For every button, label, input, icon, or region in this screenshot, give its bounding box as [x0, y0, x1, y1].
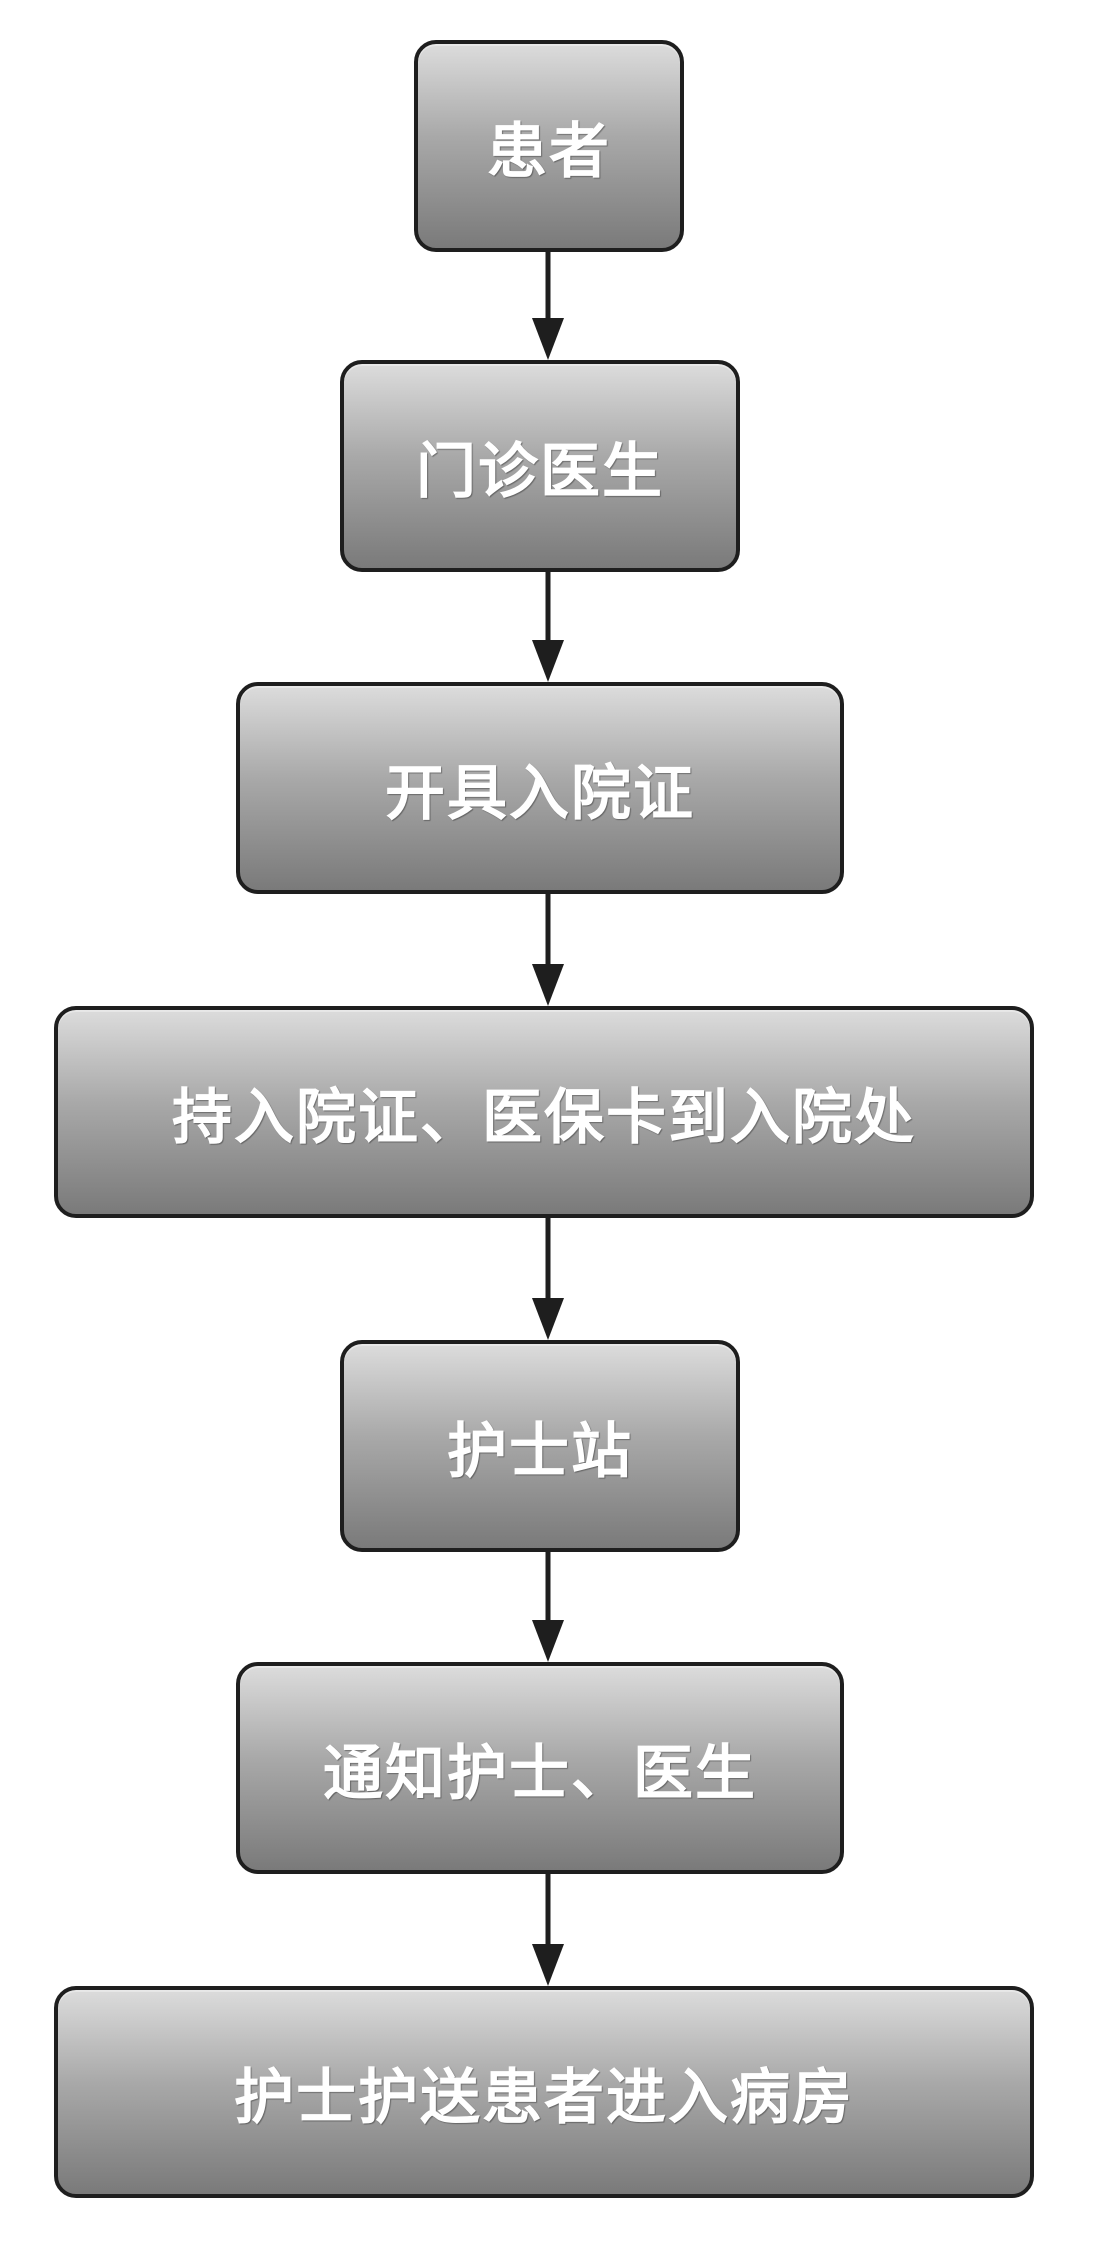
step-nurse-escort-to-ward: 护士护送患者进入病房 — [54, 1986, 1034, 2198]
arrow-4 — [532, 1218, 564, 1340]
step-label: 患者 — [487, 116, 611, 187]
arrow-3 — [532, 894, 564, 1006]
step-label: 通知护士、医生 — [323, 1738, 757, 1809]
step-go-to-admission-office: 持入院证、医保卡到入院处 — [54, 1006, 1034, 1218]
arrow-5 — [532, 1552, 564, 1662]
arrow-6 — [532, 1874, 564, 1986]
arrow-1 — [532, 252, 564, 360]
step-label: 护士站 — [447, 1416, 633, 1487]
step-label: 护士护送患者进入病房 — [234, 2062, 854, 2133]
step-label: 开具入院证 — [385, 758, 695, 829]
step-label: 门诊医生 — [416, 436, 664, 507]
arrow-2 — [532, 572, 564, 682]
step-outpatient-doctor: 门诊医生 — [340, 360, 740, 572]
step-notify-nurse-doctor: 通知护士、医生 — [236, 1662, 844, 1874]
step-label: 持入院证、医保卡到入院处 — [172, 1082, 916, 1153]
step-nurse-station: 护士站 — [340, 1340, 740, 1552]
step-issue-admission-certificate: 开具入院证 — [236, 682, 844, 894]
step-patient: 患者 — [414, 40, 684, 252]
